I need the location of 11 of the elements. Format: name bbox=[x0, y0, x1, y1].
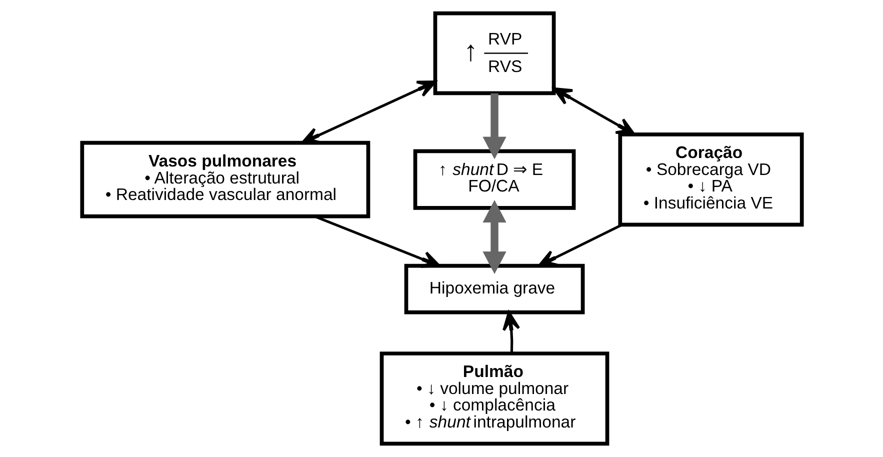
arrow bbox=[552, 87, 635, 136]
node-box: Hipoxemia grave bbox=[404, 264, 584, 314]
arrow bbox=[482, 200, 506, 274]
arrow bbox=[314, 215, 440, 268]
arrow bbox=[502, 311, 520, 354]
node-box: Coração • Sobrecarga VD • ↓ PA • Insuficiência VE bbox=[618, 132, 804, 227]
arrow bbox=[537, 224, 622, 267]
node-box: Vasos pulmonares • Alteração estrutural • Reatividade vascular anormal bbox=[80, 140, 370, 218]
node-box: Pulmão • ↓ volume pulmonar • ↓ complacência • ↑ shunt intrapulmonar bbox=[379, 352, 609, 446]
arrow bbox=[482, 93, 506, 160]
node-box: ↑ shunt D ⇒ E FO/CA bbox=[412, 149, 576, 210]
